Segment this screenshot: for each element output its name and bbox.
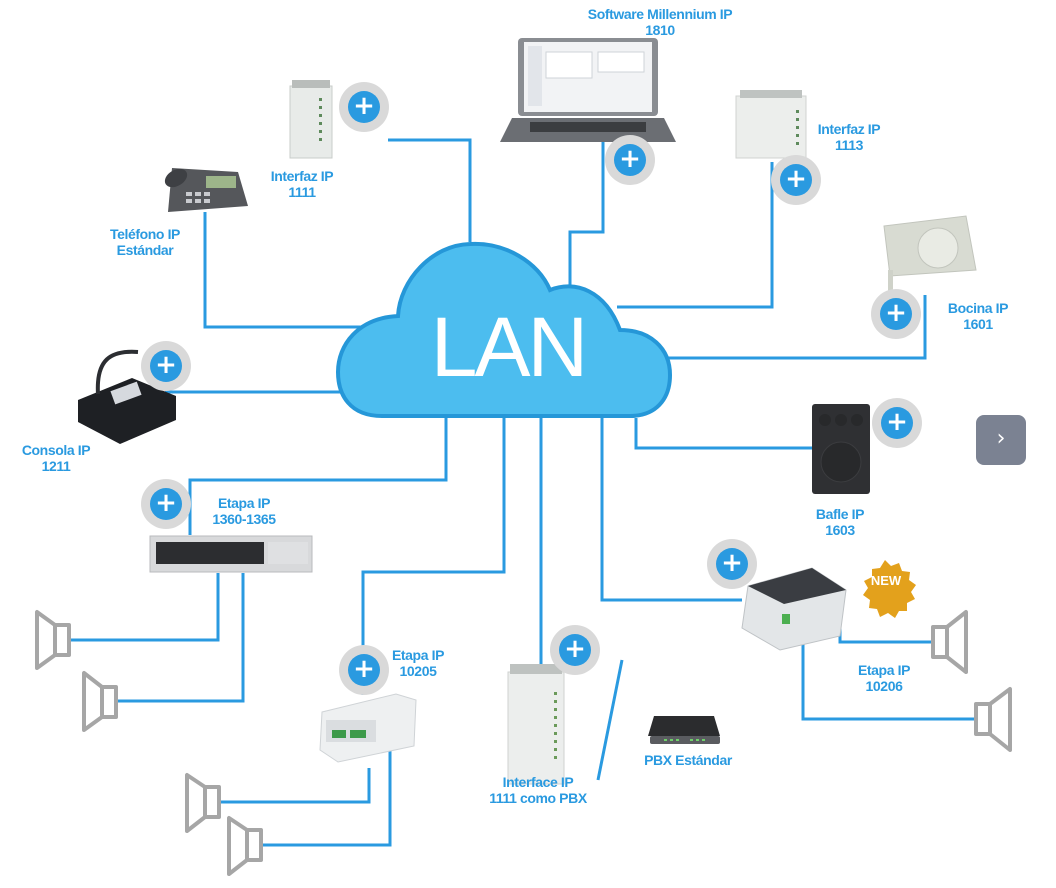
label-line: 1113: [835, 137, 863, 153]
interface-pbx-device-icon: [507, 664, 565, 785]
label-line: 10206: [865, 678, 903, 694]
expand-software-button[interactable]: +: [605, 135, 655, 185]
label-line: 1601: [963, 316, 993, 332]
lan-label: LAN: [430, 300, 588, 394]
plus-icon: +: [348, 91, 380, 123]
speaker-icon: [35, 610, 71, 670]
link-interfaz-1113: [617, 162, 774, 309]
link-etapa-10206: [600, 418, 742, 602]
plus-icon: +: [880, 298, 912, 330]
link-bafle: [634, 418, 830, 450]
chevron-right-icon: ›: [996, 426, 1006, 451]
link-spk-2b: [260, 740, 392, 847]
label-line: PBX Estándar: [644, 752, 732, 768]
label-line: Consola IP: [21, 442, 91, 458]
speaker-icon: [227, 816, 263, 876]
label-line: Estándar: [116, 242, 174, 258]
interfaz-1111-device-icon: [289, 80, 333, 159]
link-spk-2a: [218, 768, 371, 804]
plus-icon: +: [348, 654, 380, 686]
label-line: Interface IP: [502, 774, 574, 790]
expand-bocina-button[interactable]: +: [871, 289, 921, 339]
link-spk-3b: [801, 640, 975, 721]
plus-icon: +: [150, 350, 182, 382]
link-pbx-diagonal: [596, 659, 624, 781]
next-slide-button[interactable]: ›: [976, 415, 1026, 465]
link-spk-1b: [115, 573, 245, 703]
label-line: 1360-1365: [212, 511, 276, 527]
label-line: Bocina IP: [947, 300, 1009, 316]
link-software: [568, 140, 605, 285]
label-line: Etapa IP: [391, 647, 445, 663]
label-line: 1111: [288, 184, 316, 200]
expand-interfaz-1113-button[interactable]: +: [771, 155, 821, 205]
plus-icon: +: [716, 548, 748, 580]
plus-icon: +: [780, 164, 812, 196]
link-telefono: [203, 212, 370, 329]
label-line: Interfaz IP: [270, 168, 334, 184]
link-interfaz-1111: [388, 138, 472, 242]
new-badge-icon: [863, 560, 916, 618]
label-line: 1211: [41, 458, 71, 474]
horn-speaker-icon: [883, 215, 977, 296]
interfaz-1113-device-icon: [735, 90, 807, 159]
lan-cloud: [335, 241, 673, 418]
plus-icon: +: [881, 407, 913, 439]
expand-etapa-1360-button[interactable]: +: [141, 479, 191, 529]
speaker-icon: [974, 687, 1012, 752]
plus-icon: +: [559, 634, 591, 666]
bafle-speaker-icon: [812, 404, 870, 494]
expand-consola-button[interactable]: +: [141, 341, 191, 391]
connection-lines: [68, 138, 975, 847]
label-line: 1603: [825, 522, 855, 538]
ip-phone-icon: [164, 168, 248, 212]
new-badge-label: NEW: [870, 573, 902, 588]
expand-etapa-10205-button[interactable]: +: [339, 645, 389, 695]
link-etapa-10205: [361, 418, 506, 695]
label-line: Software Millennium IP: [587, 6, 733, 22]
pbx-router-icon: [648, 716, 720, 744]
link-spk-1a: [68, 573, 220, 642]
label-pbx: PBX Estándar: [636, 752, 740, 768]
etapa-10206-device-icon: [741, 567, 847, 651]
label-line: 10205: [399, 663, 437, 679]
expand-interface-pbx-button[interactable]: +: [550, 625, 600, 675]
speaker-icon: [82, 671, 118, 732]
label-line: Teléfono IP: [109, 226, 180, 242]
expand-interfaz-1111-button[interactable]: +: [339, 82, 389, 132]
laptop-icon: [500, 38, 676, 142]
label-line: Etapa IP: [217, 495, 271, 511]
link-bocina: [665, 295, 927, 360]
console-icon: [78, 349, 176, 444]
label-line: Etapa IP: [857, 662, 911, 678]
plus-icon: +: [150, 488, 182, 520]
plus-icon: +: [614, 144, 646, 176]
speaker-icon: [931, 610, 968, 674]
label-line: Bafle IP: [815, 506, 865, 522]
label-line: 1111 como PBX: [489, 790, 587, 806]
speaker-icon: [185, 773, 221, 833]
label-line: 1810: [645, 22, 675, 38]
link-spk-3a: [838, 620, 932, 644]
passive-speakers: [35, 610, 1012, 876]
expand-etapa-10206-button[interactable]: +: [707, 539, 757, 589]
expand-bafle-button[interactable]: +: [872, 398, 922, 448]
etapa-10205-device-icon: [319, 693, 417, 763]
label-line: Interfaz IP: [817, 121, 881, 137]
amplifier-rack-icon: [149, 535, 313, 573]
